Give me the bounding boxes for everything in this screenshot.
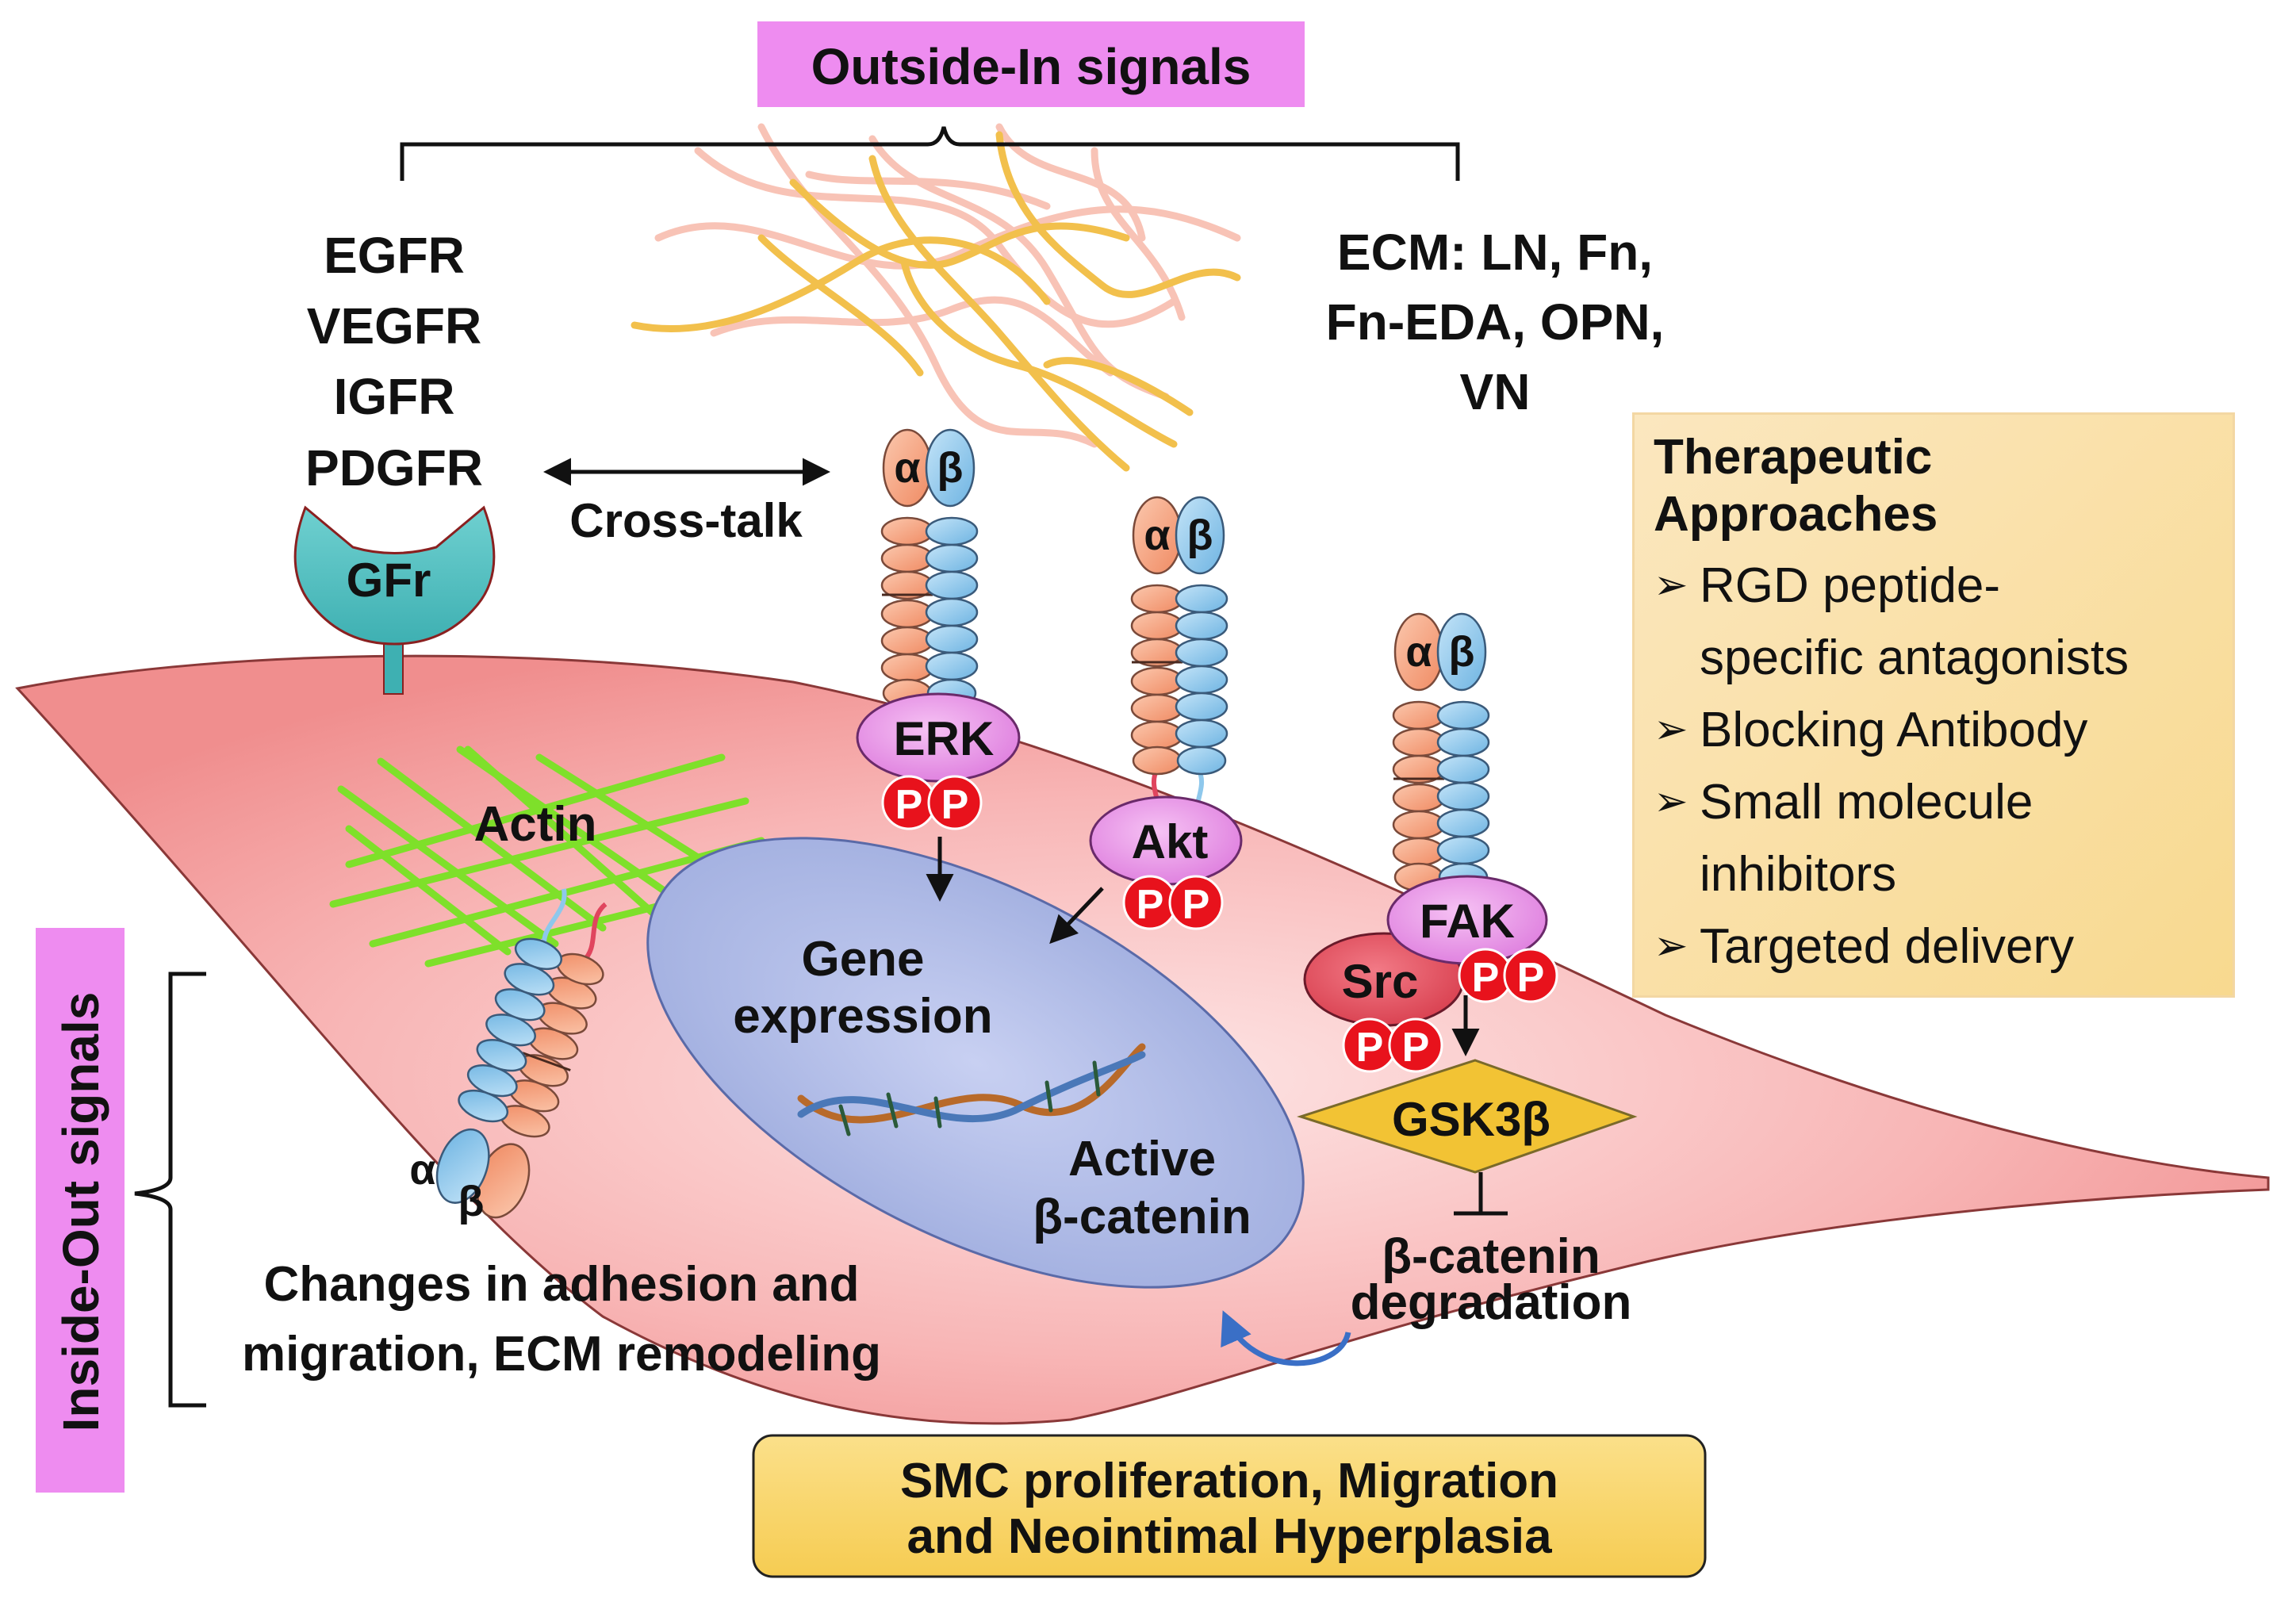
active-catenin-line-1: Active bbox=[1068, 1132, 1216, 1186]
ecm-ligand-list: ECM: LN, Fn, Fn-EDA, OPN, VN bbox=[1326, 224, 1665, 420]
ecm-line-3: VN bbox=[1460, 363, 1531, 420]
degradation-to-nucleus-arrow bbox=[1221, 1310, 1351, 1366]
receptor-pdgfr: PDGFR bbox=[305, 439, 483, 496]
therapy-title-line-1: Therapeutic bbox=[1654, 430, 1933, 485]
integrin-beta-label-io: β bbox=[458, 1178, 485, 1225]
receptor-egfr: EGFR bbox=[324, 227, 465, 284]
fak-label: FAK bbox=[1420, 895, 1515, 948]
crosstalk-label: Cross-talk bbox=[569, 494, 803, 547]
therapy-item: ➢ Blocking Antibody bbox=[1654, 694, 2217, 766]
bullet-arrow-icon: ➢ bbox=[1654, 562, 1688, 608]
inside-out-text-line-1: Changes in adhesion and bbox=[264, 1257, 860, 1312]
therapy-item-text: Targeted delivery bbox=[1700, 919, 2075, 974]
active-catenin-line-2: β-catenin bbox=[1033, 1190, 1251, 1244]
therapy-item-text: inhibitors bbox=[1700, 847, 1897, 902]
integrin-beta-label: β bbox=[1187, 512, 1213, 559]
dna-helix-icon bbox=[797, 1043, 1146, 1136]
outside-in-label-box bbox=[757, 21, 1305, 107]
erk-label: ERK bbox=[894, 712, 995, 765]
outside-in-label: Outside-In signals bbox=[811, 38, 1251, 95]
integrin-alpha-label: α bbox=[894, 444, 920, 492]
integrin-erk: α β bbox=[882, 430, 977, 763]
gsk3b-inhibition-icon bbox=[1454, 1172, 1508, 1216]
bullet-arrow-icon: ➢ bbox=[1654, 779, 1688, 825]
ecm-line-2: Fn-EDA, OPN, bbox=[1326, 293, 1665, 351]
integrin-fak: α β bbox=[1393, 614, 1489, 947]
receptor-igfr: IGFR bbox=[334, 368, 455, 425]
therapy-list: ➢ RGD peptide- specific antagonists ➢ Bloc… bbox=[1654, 550, 2217, 983]
outcome-line-2: and Neointimal Hyperplasia bbox=[907, 1509, 1552, 1564]
src-phospho-icons: P P bbox=[1342, 1018, 1443, 1073]
svg-text:P: P bbox=[1137, 882, 1164, 928]
bullet-arrow-icon: ➢ bbox=[1654, 923, 1688, 969]
outside-in-brace bbox=[400, 126, 1460, 181]
outcome-box bbox=[752, 1434, 1707, 1578]
degradation-line-2: degradation bbox=[1351, 1275, 1632, 1330]
akt-to-nucleus-arrow bbox=[1049, 887, 1104, 945]
integrin-alpha-label-io: α bbox=[409, 1146, 435, 1194]
integrin-beta-label: β bbox=[1449, 628, 1475, 676]
svg-text:P: P bbox=[1182, 882, 1210, 928]
svg-text:P: P bbox=[1402, 1025, 1430, 1071]
svg-text:P: P bbox=[895, 782, 923, 828]
integrin-beta-label: β bbox=[937, 444, 964, 492]
gsk3b-label: GSK3β bbox=[1392, 1093, 1550, 1146]
growth-factor-receptor-list: EGFR VEGFR IGFR PDGFR bbox=[305, 227, 483, 496]
therapeutic-approaches-panel: Therapeutic Approaches ➢ RGD peptide- spe… bbox=[1632, 412, 2235, 998]
therapy-item-text: Small molecule bbox=[1700, 775, 2033, 830]
integrin-alpha-label: α bbox=[1144, 512, 1170, 559]
akt-label: Akt bbox=[1132, 815, 1209, 868]
inside-out-label: Inside-Out signals bbox=[52, 992, 109, 1432]
akt-phospho-icons: P P bbox=[1122, 875, 1224, 930]
receptor-vegfr: VEGFR bbox=[307, 297, 481, 355]
outcome-line-1: SMC proliferation, Migration bbox=[900, 1454, 1558, 1508]
ecm-line-1: ECM: LN, Fn, bbox=[1337, 224, 1653, 281]
gsk3b-node bbox=[1297, 1059, 1638, 1174]
therapy-item-text: Blocking Antibody bbox=[1700, 703, 2088, 757]
src-label: Src bbox=[1342, 955, 1419, 1008]
therapy-item: ➢ RGD peptide- bbox=[1654, 550, 2217, 622]
therapy-item: ➢ Small molecule bbox=[1654, 766, 2217, 838]
integrin-akt: α β bbox=[1132, 497, 1227, 830]
svg-text:P: P bbox=[1517, 955, 1545, 1001]
gene-expression-line-1: Gene bbox=[801, 932, 924, 987]
therapy-item: specific antagonists bbox=[1654, 622, 2217, 694]
gfr-receptor-icon: GFr bbox=[293, 505, 496, 695]
erk-phospho-icons: P P bbox=[881, 775, 983, 830]
bullet-arrow-icon: ➢ bbox=[1654, 707, 1688, 753]
inside-out-brace bbox=[134, 972, 206, 1408]
gfr-label: GFr bbox=[347, 554, 431, 607]
gene-expression-line-2: expression bbox=[733, 989, 992, 1044]
therapy-item: ➢ Targeted delivery bbox=[1654, 910, 2217, 983]
inside-out-text-line-2: migration, ECM remodeling bbox=[242, 1327, 881, 1382]
ecm-fibers bbox=[631, 123, 1241, 472]
therapy-title-line-2: Approaches bbox=[1654, 487, 1938, 542]
svg-text:P: P bbox=[1472, 955, 1500, 1001]
actin-label: Actin bbox=[474, 797, 597, 852]
fak-phospho-icons: P P bbox=[1458, 948, 1558, 1003]
svg-text:P: P bbox=[941, 782, 969, 828]
therapy-item: inhibitors bbox=[1654, 838, 2217, 910]
therapy-item-text: RGD peptide- bbox=[1700, 558, 2001, 613]
degradation-line-1: β-catenin bbox=[1382, 1229, 1600, 1284]
therapy-item-text: specific antagonists bbox=[1700, 630, 2129, 685]
svg-text:P: P bbox=[1356, 1025, 1384, 1071]
inside-out-label-box bbox=[36, 928, 125, 1493]
nucleus bbox=[646, 837, 1305, 1289]
integrin-alpha-label: α bbox=[1405, 628, 1432, 676]
